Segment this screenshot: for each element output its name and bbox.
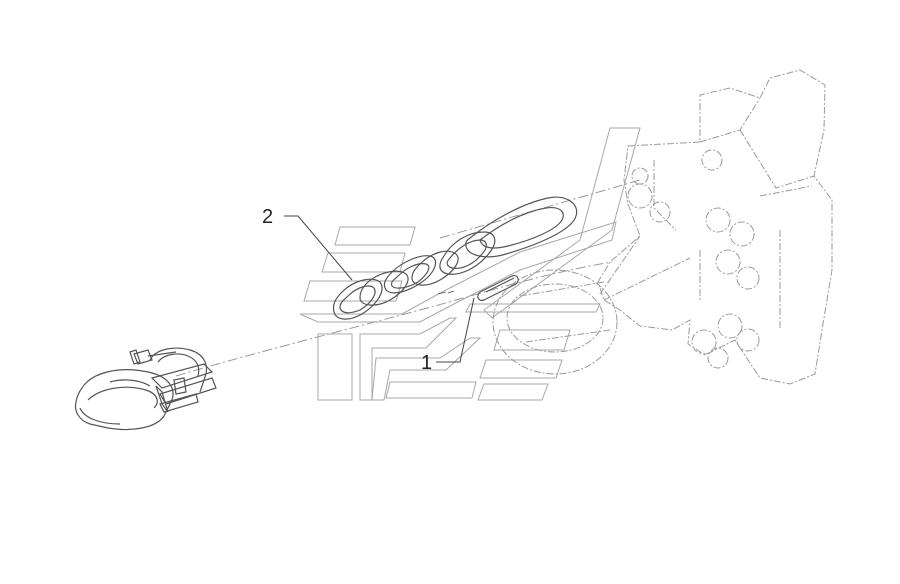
watermark-logo (299, 127, 641, 401)
chain-icon (332, 196, 578, 320)
leader-line-2 (284, 215, 353, 281)
callout-leaders (284, 215, 475, 363)
callout-label-pin: 1 (421, 352, 433, 374)
assembly-centerline (175, 261, 613, 377)
tow-hook-icon (74, 347, 217, 431)
leader-line-1 (436, 297, 475, 363)
towing-bracket-icon (492, 69, 833, 385)
callout-label-chain: 2 (262, 206, 274, 228)
pin-icon (477, 275, 519, 301)
